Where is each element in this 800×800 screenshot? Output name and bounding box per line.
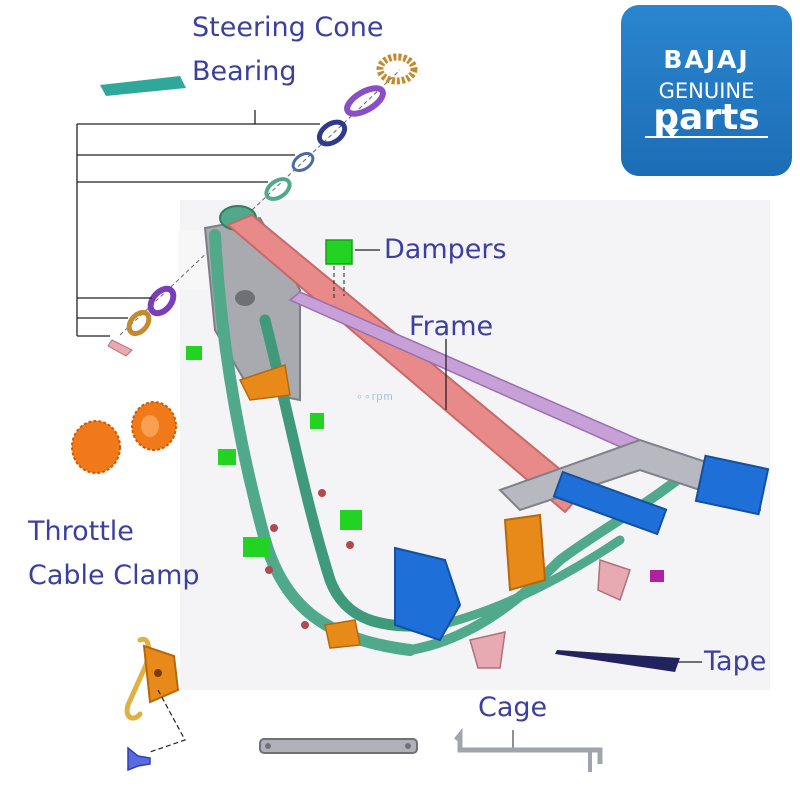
- motorcycle-frame: [186, 205, 770, 669]
- tape-label: Tape: [704, 646, 767, 677]
- frame-label: Frame: [409, 311, 494, 342]
- bearing-upper-balls: [291, 151, 315, 173]
- green-mount-5: [310, 413, 324, 429]
- bearing-lower-cone: [147, 285, 177, 317]
- throttle-cable-clamp-part: [124, 636, 186, 772]
- bearing-lower-washer: [107, 339, 133, 357]
- clamp-wire: [124, 636, 151, 721]
- steering-cone-bearing-group: [76, 53, 418, 357]
- bearing-top-cone: [344, 85, 386, 117]
- logo-genuine: GENUINE: [658, 79, 755, 103]
- green-mount-1: [186, 346, 202, 360]
- bearing-top-race: [376, 53, 418, 85]
- orange-lower-bracket: [324, 619, 361, 649]
- orange-side-bracket: [503, 513, 547, 592]
- green-mount-4: [340, 510, 362, 530]
- seat-blue-rail: [552, 470, 668, 536]
- throttle-cable-clamp-label: Throttle Cable Clamp: [28, 510, 200, 598]
- pink-rear-mount: [469, 631, 506, 669]
- orange-rubber-left: [71, 420, 121, 474]
- watermark-text: ∘∘rpm: [356, 391, 394, 403]
- dampers-label: Dampers: [384, 234, 507, 265]
- logo-underline: [645, 136, 768, 138]
- cage-label: Cage: [478, 692, 548, 723]
- cage-part: [454, 727, 603, 764]
- bearing-lower-race: [126, 309, 152, 337]
- orange-upper-bracket: [238, 364, 291, 401]
- damper-part: [325, 239, 380, 300]
- tape-part: [555, 650, 680, 672]
- steering-cone-label-line1: Steering Cone: [192, 12, 384, 43]
- bearing-shim-plate: [100, 76, 186, 96]
- green-mount-3: [243, 537, 269, 557]
- engine-mount-plate: [394, 546, 462, 642]
- logo-parts: parts: [653, 97, 760, 138]
- clamp-dashed-leader: [149, 689, 186, 753]
- logo-brand: BAJAJ: [663, 45, 750, 74]
- damper-block: [325, 239, 353, 265]
- logo-arrow-icon: [665, 129, 679, 138]
- bearing-upper-seal: [264, 177, 292, 201]
- throttle-label-line1: Throttle: [28, 516, 134, 547]
- clamp-bolt: [127, 746, 151, 772]
- flat-strap-part: [259, 738, 418, 754]
- steering-cone-label-line2: Bearing: [192, 56, 297, 87]
- bottom-parts: [259, 650, 702, 772]
- bajaj-genuine-parts-logo: BAJAJ GENUINE parts: [621, 5, 792, 176]
- green-mount-2: [218, 449, 236, 465]
- orange-rubber-parts: [71, 401, 177, 474]
- steering-cone-bearing-label: Steering Cone Bearing: [192, 6, 383, 94]
- bearing-upper-cup: [316, 119, 348, 147]
- throttle-label-line2: Cable Clamp: [28, 560, 200, 591]
- rear-blue-bracket: [694, 454, 770, 516]
